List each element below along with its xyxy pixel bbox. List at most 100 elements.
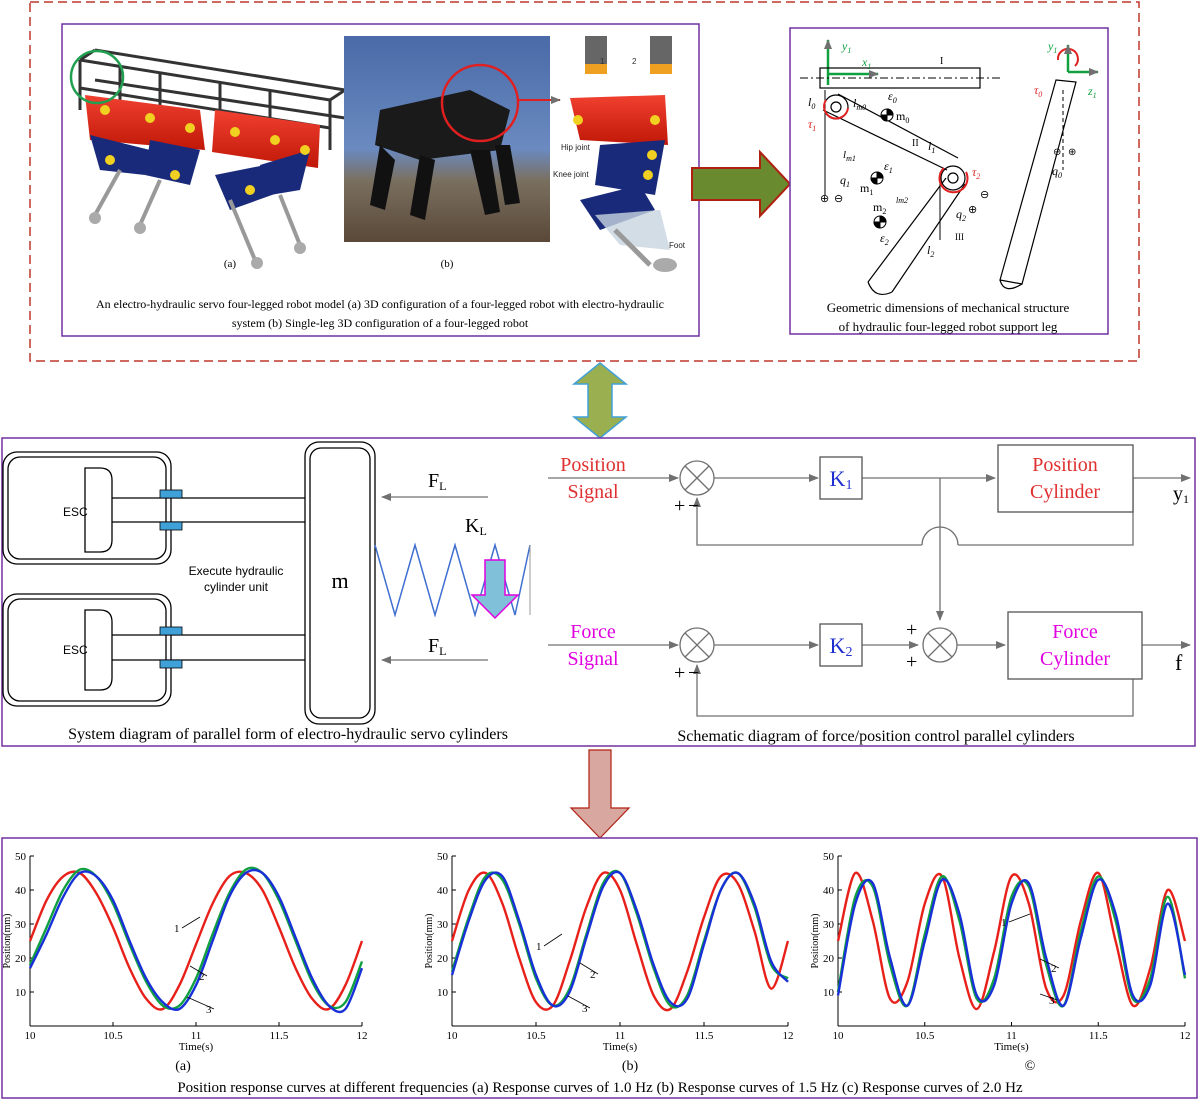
y-tick-label: 40 [823,885,835,897]
esc-label-1: ESC [63,505,88,519]
x-tick-label: 11 [191,1030,202,1042]
series-callout-label: 2 [199,971,205,983]
x-tick-label: 12 [1180,1030,1191,1042]
x-tick-label: 10.5 [103,1030,123,1042]
esc-label-2: ESC [63,643,88,657]
g-eps2: ε2 [880,231,889,247]
leg-label-2: 2 [632,57,637,66]
x-tick-label: 10 [447,1030,459,1042]
g-q0: q0 [1052,164,1062,180]
position-signal-line2: Signal [567,481,619,503]
execute-label-line2: cylinder unit [204,580,269,594]
y-axis-label: Position(mm) [424,913,435,968]
robot-sublabel-a: (a) [224,258,237,270]
force-sum-plus: + [674,662,685,684]
y-tick-label: 50 [15,851,27,863]
fl-label-top: FL [428,470,446,493]
robot-caption-line1: An electro-hydraulic servo four-legged r… [96,297,664,311]
series-callout-label: 1 [536,941,542,953]
response-caption: Position response curves at different fr… [177,1080,1023,1096]
mass-label: m [331,568,348,593]
kl-label: KL [465,515,487,538]
series-callout-label: 1 [1001,917,1007,929]
g-lm2: lm2 [896,196,908,205]
knee-joint-label: Knee joint [553,170,589,179]
y1-output-label: y1 [1173,483,1189,506]
series-callout-line [186,996,215,1010]
robot-photo [344,36,561,242]
g-l0: l0 [808,95,815,111]
x-axis-label: Time(s) [179,1041,214,1053]
x-tick-label: 12 [783,1030,794,1042]
force-cylinder-block [1007,611,1143,680]
position-signal-line1: Position [560,454,626,476]
y-tick-label: 30 [823,919,835,931]
position-cylinder-block [997,444,1134,513]
g-y1: y1 [841,39,851,55]
leg-geometry-diagram [800,39,1099,295]
g-x1: x1 [861,55,871,71]
g-m0: m0 [896,109,909,125]
g-q2: q2 [956,207,966,223]
g-lm1: lm1 [843,149,856,163]
series-callout-label: 3 [1049,995,1055,1007]
foot-label: Foot [669,241,686,250]
x-tick-label: 11 [615,1030,626,1042]
g-plus-2: ⊕ [968,204,977,216]
g-m2: m2 [873,200,886,216]
series-callout-label: 2 [590,969,596,981]
series-callout-line [1039,993,1058,1001]
force-cylinder-line2: Cylinder [1040,648,1110,670]
y-tick-label: 30 [15,919,27,931]
robot-sublabel-b: (b) [441,258,454,270]
f-output-label: f [1175,650,1183,675]
down-arrow [569,749,631,839]
x-tick-label: 10 [833,1030,845,1042]
g-minus-2: ⊖ [980,189,989,201]
force-signal-line1: Force [570,621,616,643]
g-plus-1: ⊕ [820,193,829,205]
series-callout-line [579,962,599,975]
g-roman-3: III [955,232,964,242]
force-sum-minus: − [688,662,699,684]
leg-label-1: 1 [600,57,605,66]
x-tick-label: 10.5 [915,1030,935,1042]
series-callout-line [543,933,563,947]
y-tick-label: 20 [823,953,835,965]
top-dashed-border [29,1,1140,362]
chart-sublabel: (a) [175,1059,191,1074]
x-tick-label: 12 [357,1030,368,1042]
geometry-labels: y1 x1 z1 y1 I II III l0 lm0 ε0 m0 τ1 lm1… [808,39,1097,259]
g-z1: z1 [1087,84,1097,100]
x-tick-label: 11.5 [695,1030,714,1042]
x-axis-label: Time(s) [994,1041,1029,1053]
g-lm0: lm0 [853,96,866,112]
hip-joint-label: Hip joint [561,143,591,152]
force-position-control-schematic [548,460,1191,717]
force-signal-line2: Signal [567,648,619,670]
hip-highlight-circle [69,49,125,105]
merge-sum-plus-bottom: + [906,651,917,673]
g-minus-3: ⊖ [1053,147,1061,158]
k2-label: K2 [830,633,853,660]
x-tick-label: 10.5 [526,1030,546,1042]
force-cylinder-line1: Force [1052,621,1098,643]
k1-label: K1 [830,466,853,493]
series-callout-label: 3 [582,1003,588,1015]
series-line-3 [28,868,364,1014]
y-tick-label: 50 [437,851,449,863]
series-callout-line [1008,913,1031,923]
series-callout-line [189,965,208,977]
series-callout-line [567,995,591,1009]
g-tau2: τ2 [972,165,980,181]
control-schematic-caption: Schematic diagram of force/position cont… [677,728,1074,745]
series-line-3 [450,870,789,1008]
chart-sublabel: (b) [622,1059,639,1074]
g-y1-right: y1 [1047,39,1057,55]
parallel-cylinder-system-diagram [2,441,531,725]
pos-sum-plus: + [674,495,685,517]
position-cylinder-line2: Cylinder [1030,481,1100,503]
x-tick-label: 10 [25,1030,37,1042]
y-tick-label: 50 [823,851,835,863]
